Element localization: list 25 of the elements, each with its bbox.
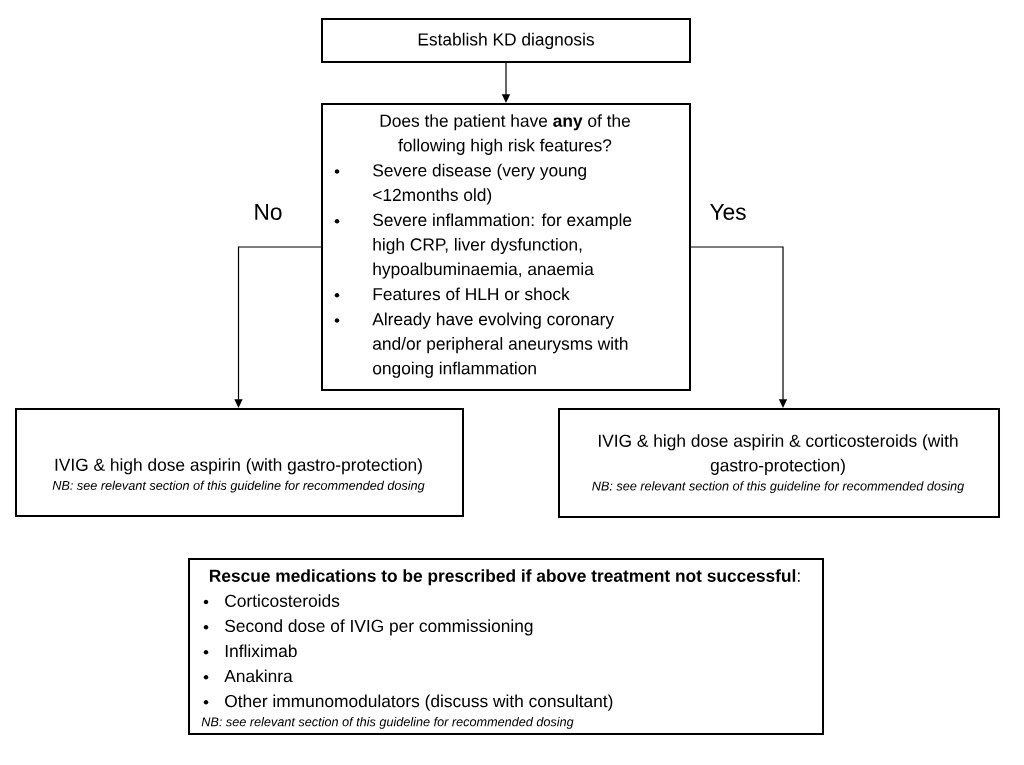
arrow <box>234 246 322 408</box>
treatment-text: IVIG & high dose aspirin & corticosteroids (with gastro-protection) <box>599 434 958 475</box>
list-item: Severe inflammation: for example high CRP, liver dysfunction, hypoalbuminaemia, anaemia <box>373 213 632 279</box>
list-item: Severe disease (very young <12months old) <box>373 163 586 205</box>
edge-label: Yes <box>708 202 748 222</box>
treatment-text: IVIG & high dose aspirin (with gastro-protection) <box>55 458 422 475</box>
process-box: Establish KD diagnosis <box>321 18 691 63</box>
list-item: Other immunomodulators (discuss with consultant) <box>225 694 613 711</box>
list-item: Already have evolving coronary and/or peripheral aneurysms with ongoing inflammation <box>372 312 628 378</box>
note-text: NB: see relevant section of this guideline for recommended dosing <box>201 717 574 729</box>
list-item: Features of HLH or shock <box>373 287 570 301</box>
note-text: NB: see relevant section of this guideline for recommended dosing <box>592 481 965 493</box>
arrow <box>690 246 788 408</box>
heading-text: Rescue medications to be prescribed if above treatment not successful: <box>209 569 800 586</box>
list-item: Second dose of IVIG per commissioning <box>225 619 533 636</box>
edge-label: No <box>252 202 284 222</box>
list-item: Corticosteroids <box>225 594 340 607</box>
treatment-box <box>558 408 1000 518</box>
decision-box <box>321 103 691 391</box>
list-item: Anakinra <box>224 669 293 683</box>
note-text: NB: see relevant section of this guideline for recommended dosing <box>52 480 425 493</box>
list-item: Infliximab <box>225 644 297 658</box>
rescue-box <box>188 558 824 735</box>
heading-text: Does the patient have any of the following high risk features? <box>380 114 630 155</box>
treatment-box <box>15 408 464 517</box>
